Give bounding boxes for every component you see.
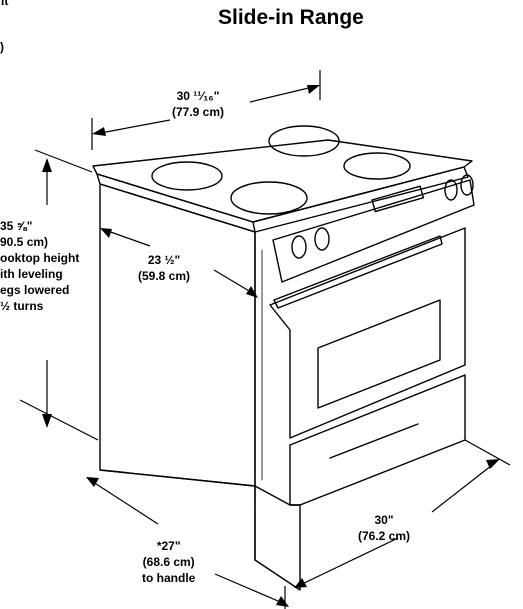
arrowhead-icon (42, 414, 52, 428)
burner-back-right (268, 125, 340, 157)
oven-door (269, 227, 466, 439)
arrowhead-icon (276, 596, 289, 607)
arrowhead-icon (307, 85, 320, 94)
drawer-handle (329, 423, 419, 459)
width-bottom-label: 30" (76.2 cm) (358, 513, 411, 543)
depth-side-label: 23 ½" (59.8 cm) (138, 253, 191, 283)
display-window (371, 185, 425, 213)
burner-front-right (343, 152, 411, 180)
arrowhead-icon (42, 158, 52, 172)
storage-drawer (289, 374, 466, 506)
knob-icon (460, 174, 474, 196)
oven-window (317, 299, 441, 409)
width-top-label: 30 ¹¹⁄₁₆" (77.9 cm) (172, 89, 225, 119)
oven-door-handle (273, 235, 443, 309)
arrowhead-icon (100, 228, 112, 238)
control-panel (272, 179, 475, 283)
cooktop-front-edge (252, 166, 469, 233)
depth-bottom-label: *27" (68.6 cm) to handle (142, 539, 196, 585)
arrowhead-icon (86, 477, 99, 487)
burner-back-left (151, 161, 223, 191)
arrowhead-icon (294, 578, 307, 588)
burner-front-left (230, 181, 308, 215)
knob-icon (314, 227, 330, 251)
height-label: 35 ⅝" 90.5 cm) ooktop height ith levelin… (0, 219, 80, 313)
arrowhead-icon (92, 127, 106, 136)
knob-icon (291, 235, 307, 259)
knob-icon (444, 179, 458, 201)
cropped-text-fragment: ) (0, 40, 4, 54)
side-panel (99, 183, 256, 487)
diagram-title: Slide-in Range (218, 6, 364, 29)
arrowhead-icon (486, 459, 500, 469)
arrowhead-icon (246, 286, 258, 298)
cropped-text-fragment: it (1, 0, 9, 8)
